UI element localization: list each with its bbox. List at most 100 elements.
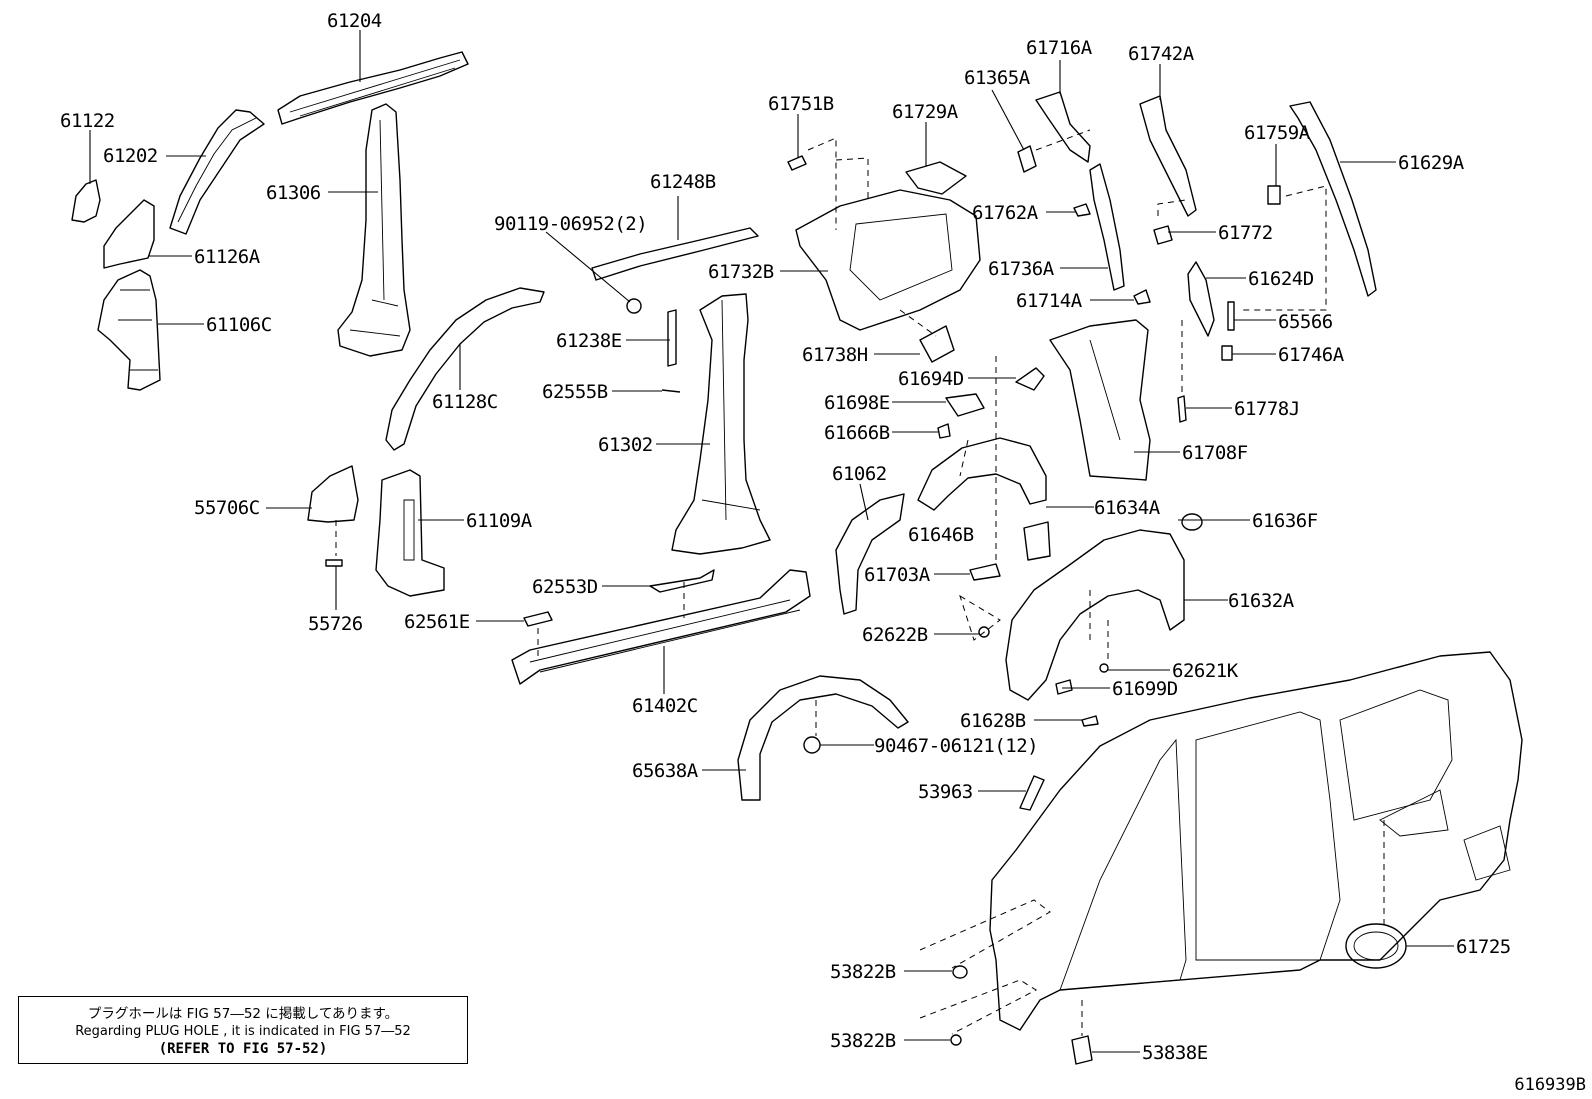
part-62621K xyxy=(1099,663,1109,673)
label-61624D: 61624D xyxy=(1248,268,1314,290)
label-62555B: 62555B xyxy=(542,381,608,403)
label-61736A: 61736A xyxy=(988,258,1055,280)
label-61248B: 61248B xyxy=(650,171,716,193)
label-61729A: 61729A xyxy=(892,101,959,123)
part-61703A xyxy=(969,563,1001,581)
label-61629A: 61629A xyxy=(1398,152,1465,174)
label-61204: 61204 xyxy=(327,10,382,32)
label-61746A: 61746A xyxy=(1278,344,1345,366)
label-90119-06952: 90119-06952(2) xyxy=(494,213,647,235)
part-90467 xyxy=(803,736,821,754)
part-53822B-1 xyxy=(952,965,968,979)
part-61742A xyxy=(1139,95,1197,217)
part-61694D xyxy=(1015,367,1045,391)
note-english: Regarding PLUG HOLE , it is indicated in… xyxy=(75,1024,411,1039)
part-55726 xyxy=(325,559,343,567)
part-61402C xyxy=(511,569,811,685)
part-61302 xyxy=(671,293,771,555)
part-53822B-2 xyxy=(950,1034,962,1046)
part-61646B xyxy=(1023,521,1051,561)
label-61742A: 61742A xyxy=(1128,43,1195,65)
label-61062: 61062 xyxy=(832,463,887,485)
part-61729A xyxy=(905,161,967,195)
part-labels: 61204 61122 61202 61306 61126A 61106C 61… xyxy=(60,10,1511,1064)
label-53838E: 53838E xyxy=(1142,1042,1208,1064)
label-61628B: 61628B xyxy=(960,710,1026,732)
part-55706C xyxy=(307,465,359,523)
part-61636F xyxy=(1181,513,1203,531)
part-61624D xyxy=(1187,261,1215,337)
part-61698E xyxy=(945,393,985,417)
label-61646B: 61646B xyxy=(908,524,974,546)
part-62561E xyxy=(523,611,553,627)
part-61714A xyxy=(1133,289,1151,305)
label-61738H: 61738H xyxy=(802,344,868,366)
part-61238E xyxy=(667,309,677,367)
part-61666B xyxy=(937,423,951,439)
label-61716A: 61716A xyxy=(1026,37,1093,59)
part-61126A xyxy=(103,199,155,269)
part-61778J xyxy=(1177,395,1187,423)
note-japanese: プラグホールは FIG 57―52 に掲載してあります。 xyxy=(87,1006,399,1022)
label-65638A: 65638A xyxy=(632,760,699,782)
label-62622B: 62622B xyxy=(862,624,928,646)
part-61759A xyxy=(1267,185,1281,205)
part-61128C xyxy=(385,287,545,451)
label-61632A: 61632A xyxy=(1228,590,1295,612)
label-61708F: 61708F xyxy=(1182,442,1248,464)
figure-number: 616939B xyxy=(1514,1075,1586,1095)
part-61738H xyxy=(919,325,955,363)
label-61666B: 61666B xyxy=(824,422,890,444)
part-61202 xyxy=(169,109,265,235)
dashed-connectors xyxy=(335,129,1385,1036)
part-61732B xyxy=(795,189,981,331)
label-61306: 61306 xyxy=(266,182,321,204)
part-61122 xyxy=(71,179,101,223)
note-refer: (REFER TO FIG 57-52) xyxy=(158,1041,328,1057)
part-shapes xyxy=(71,51,1523,1065)
label-61751B: 61751B xyxy=(768,93,834,115)
part-61708F xyxy=(1049,319,1151,481)
label-61128C: 61128C xyxy=(432,391,498,413)
label-61302: 61302 xyxy=(598,434,653,456)
label-53822B-1: 53822B xyxy=(830,961,896,983)
label-61634A: 61634A xyxy=(1094,497,1161,519)
label-55706C: 55706C xyxy=(194,497,260,519)
part-61062 xyxy=(835,493,905,615)
label-61703A: 61703A xyxy=(864,564,931,586)
label-53963: 53963 xyxy=(918,781,973,803)
label-61365A: 61365A xyxy=(964,67,1031,89)
label-61698E: 61698E xyxy=(824,392,890,414)
part-61762A xyxy=(1073,203,1091,217)
label-61732B: 61732B xyxy=(708,261,774,283)
part-62555B xyxy=(661,389,681,393)
label-61762A: 61762A xyxy=(972,202,1039,224)
part-61725 xyxy=(1345,923,1407,969)
leader-lines xyxy=(89,30,1454,1053)
part-61632A xyxy=(1005,529,1185,701)
part-61699D xyxy=(1055,679,1073,695)
label-61725: 61725 xyxy=(1456,936,1511,958)
part-61736A xyxy=(1089,163,1125,291)
label-61126A: 61126A xyxy=(194,246,261,268)
label-62553D: 62553D xyxy=(532,576,598,598)
label-61772: 61772 xyxy=(1218,222,1273,244)
part-61751B xyxy=(787,155,807,171)
label-61109A: 61109A xyxy=(466,510,533,532)
reference-note-box: プラグホールは FIG 57―52 に掲載してあります。 Regarding P… xyxy=(18,996,468,1064)
label-61106C: 61106C xyxy=(206,314,272,336)
label-61699D: 61699D xyxy=(1112,678,1178,700)
part-61365A xyxy=(1017,145,1037,173)
label-61778J: 61778J xyxy=(1234,398,1300,420)
part-61716A xyxy=(1035,91,1091,163)
part-90119 xyxy=(626,298,642,314)
label-65566: 65566 xyxy=(1278,311,1333,333)
part-61628B xyxy=(1081,715,1099,727)
part-61204 xyxy=(277,51,469,125)
part-61634A xyxy=(917,437,1047,511)
part-61106C xyxy=(97,269,161,391)
label-61202: 61202 xyxy=(103,145,158,167)
label-61238E: 61238E xyxy=(556,330,622,352)
label-61636F: 61636F xyxy=(1252,510,1318,532)
